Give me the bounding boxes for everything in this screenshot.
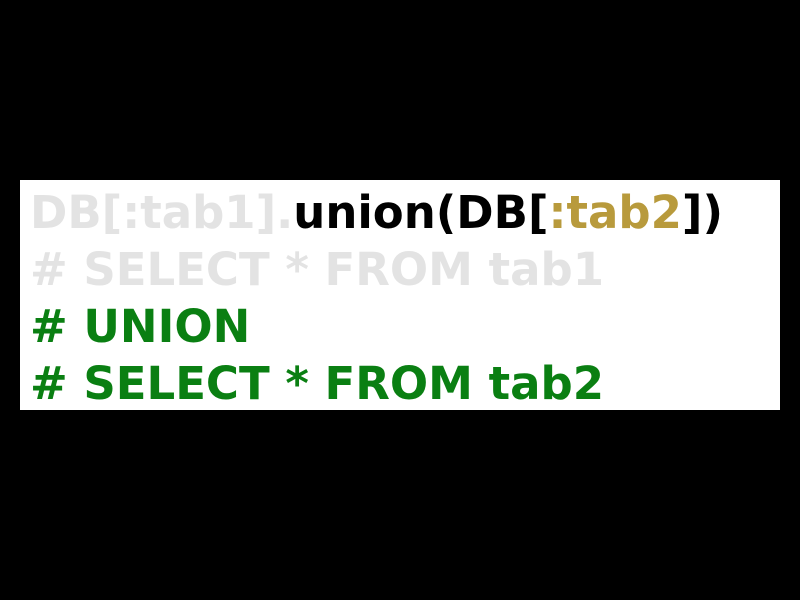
code-closing-brackets: ]) xyxy=(681,186,724,239)
code-symbol-tab2: :tab2 xyxy=(548,186,682,239)
code-comment-union: # UNION xyxy=(30,300,251,353)
code-receiver-faded: DB[:tab1]. xyxy=(30,186,294,239)
code-snippet-panel: DB[:tab1].union(DB[:tab2]) # SELECT * FR… xyxy=(20,180,780,410)
code-comment-select-tab2: # SELECT * FROM tab2 xyxy=(30,357,605,410)
code-comment-select-tab1: # SELECT * FROM tab1 xyxy=(30,243,605,296)
code-line-union-call: DB[:tab1].union(DB[:tab2]) xyxy=(30,184,780,241)
code-union-method: union(DB[ xyxy=(293,186,549,239)
